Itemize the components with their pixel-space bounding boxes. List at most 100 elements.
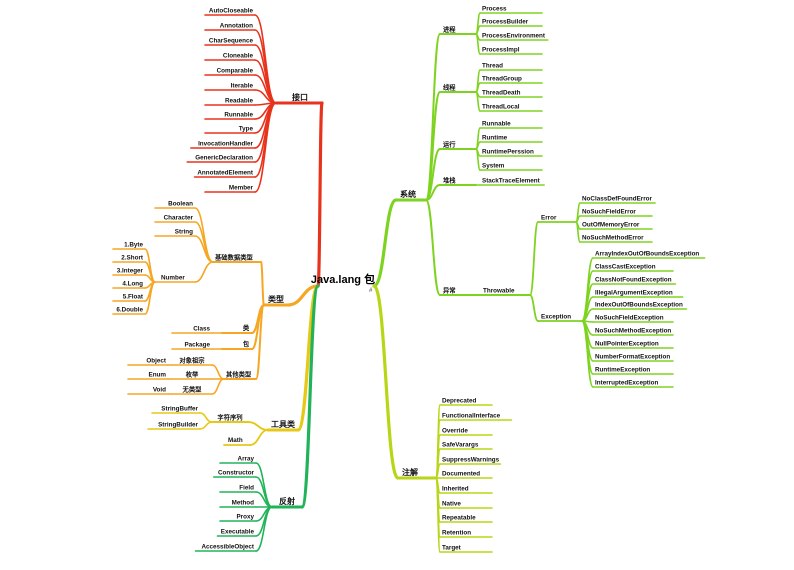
package-item[interactable]: Package — [184, 342, 210, 349]
system-item-runtime[interactable]: Runtime — [482, 135, 508, 142]
annotation-item-inherited[interactable]: Inherited — [442, 486, 469, 493]
reflection-item-method[interactable]: Method — [232, 500, 255, 507]
system-item-processenvironment[interactable]: ProcessEnvironment — [482, 33, 546, 40]
system-group-2-label[interactable]: 运行 — [443, 140, 456, 149]
exception-item-classnotfoundexception[interactable]: ClassNotFoundException — [595, 277, 672, 284]
other-item-object[interactable]: Object — [146, 358, 166, 365]
types-hub-label[interactable]: 类型 — [268, 294, 284, 304]
number-item-2-short[interactable]: 2.Short — [121, 255, 144, 262]
other-types-label[interactable]: 其他类型 — [226, 370, 252, 379]
error-label[interactable]: Error — [541, 215, 557, 222]
interface-item-comparable[interactable]: Comparable — [217, 68, 254, 75]
system-hub-label[interactable]: 系统 — [400, 189, 416, 199]
other-group-0-label[interactable]: 对象祖宗 — [179, 356, 205, 365]
annotation-item-documented[interactable]: Documented — [442, 471, 480, 478]
interface-item-type[interactable]: Type — [239, 126, 254, 133]
annotation-item-target[interactable]: Target — [442, 545, 462, 552]
basic-item-string[interactable]: String — [175, 229, 193, 236]
interface-item-cloneable[interactable]: Cloneable — [223, 53, 254, 60]
annotation-item-safevarargs[interactable]: SafeVarargs — [442, 442, 479, 449]
annotation-item-retention[interactable]: Retention — [442, 530, 471, 537]
reflection-item-accessibleobject[interactable]: AccessibleObject — [202, 544, 255, 551]
number-item-3-integer[interactable]: 3.Integer — [117, 268, 144, 275]
system-item-process[interactable]: Process — [482, 6, 507, 13]
interface-item-runnable[interactable]: Runnable — [224, 112, 253, 119]
exception-group-label[interactable]: 异常 — [443, 286, 456, 295]
annotation-item-deprecated[interactable]: Deprecated — [442, 398, 476, 405]
system-item-processbuilder[interactable]: ProcessBuilder — [482, 19, 529, 26]
reflection-item-array[interactable]: Array — [238, 456, 255, 463]
system-item-threadgroup[interactable]: ThreadGroup — [482, 76, 522, 83]
number-item-1-byte[interactable]: 1.Byte — [124, 242, 143, 249]
tools-item-stringbuilder[interactable]: StringBuilder — [158, 422, 198, 429]
error-item-nosuchfielderror[interactable]: NoSuchFieldError — [582, 209, 636, 216]
annotation-item-repeatable[interactable]: Repeatable — [442, 515, 476, 522]
number-label[interactable]: Number — [161, 275, 185, 282]
class-item[interactable]: Class — [193, 326, 210, 333]
error-item-outofmemoryerror[interactable]: OutOfMemoryError — [582, 222, 640, 229]
reflection-item-field[interactable]: Field — [239, 485, 254, 492]
interface-item-autocloseable[interactable]: AutoCloseable — [209, 8, 254, 15]
annotation-item-override[interactable]: Override — [442, 428, 468, 435]
error-item-noclassdeffounderror[interactable]: NoClassDefFoundError — [582, 196, 653, 203]
exception-label[interactable]: Exception — [541, 314, 571, 321]
system-item-thread[interactable]: Thread — [482, 63, 503, 70]
interface-item-genericdeclaration[interactable]: GenericDeclaration — [195, 155, 253, 162]
other-group-1-label[interactable]: 枚举 — [186, 370, 199, 379]
other-item-void[interactable]: Void — [153, 387, 166, 394]
interface-item-annotatedelement[interactable]: AnnotatedElement — [197, 170, 254, 177]
basic-item-boolean[interactable]: Boolean — [168, 201, 193, 208]
exception-item-nosuchfieldexception[interactable]: NoSuchFieldException — [595, 315, 664, 322]
annotation-item-native[interactable]: Native — [442, 501, 461, 508]
exception-item-classcastexception[interactable]: ClassCastException — [595, 264, 656, 271]
reflection-item-constructor[interactable]: Constructor — [218, 470, 255, 477]
system-group-0-label[interactable]: 进程 — [443, 25, 456, 34]
interface-item-charsequence[interactable]: CharSequence — [209, 38, 254, 45]
exception-item-arrayindexoutofboundsexception[interactable]: ArrayIndexOutOfBoundsException — [595, 251, 699, 258]
root-mark[interactable]: # — [369, 288, 373, 294]
system-item-threaddeath[interactable]: ThreadDeath — [482, 90, 521, 97]
system-item-runtimeperssion[interactable]: RuntimePerssion — [482, 149, 534, 156]
error-item-nosuchmethoderror[interactable]: NoSuchMethodError — [582, 235, 644, 242]
basic-types-label[interactable]: 基础数据类型 — [214, 253, 253, 262]
system-item-runnable[interactable]: Runnable — [482, 121, 511, 128]
reflection-item-executable[interactable]: Executable — [221, 529, 255, 536]
system-group-1-label[interactable]: 线程 — [443, 83, 456, 92]
interface-item-invocationhandler[interactable]: InvocationHandler — [198, 141, 253, 148]
package-type-label[interactable]: 包 — [243, 339, 250, 348]
interface-item-member[interactable]: Member — [229, 185, 254, 192]
string-seq-label[interactable]: 字符序列 — [217, 413, 242, 422]
tools-hub-label[interactable]: 工具类 — [271, 419, 295, 429]
interface-hub-label[interactable]: 接口 — [292, 92, 308, 102]
interface-item-annotation[interactable]: Annotation — [220, 23, 253, 30]
annotation-item-functionalinterface[interactable]: FunctionalInterface — [442, 413, 501, 420]
class-type-label[interactable]: 类 — [243, 323, 250, 332]
exception-item-numberformatexception[interactable]: NumberFormatException — [595, 354, 670, 361]
basic-item-character[interactable]: Character — [164, 215, 194, 222]
exception-item-illegalargumentexception[interactable]: IllegalArgumentException — [595, 290, 673, 297]
reflection-item-proxy[interactable]: Proxy — [236, 514, 254, 521]
other-item-enum[interactable]: Enum — [149, 372, 167, 379]
exception-item-indexoutofboundsexception[interactable]: IndexOutOfBoundsException — [595, 302, 683, 309]
number-item-5-float[interactable]: 5.Float — [123, 294, 144, 301]
system-item-threadlocal[interactable]: ThreadLocal — [482, 104, 520, 111]
exception-item-interruptedexception[interactable]: InterruptedException — [595, 380, 658, 387]
tools-item-math[interactable]: Math — [228, 437, 243, 444]
root-title[interactable]: Java.lang 包 — [311, 272, 375, 286]
system-item-processimpl[interactable]: ProcessImpl — [482, 47, 520, 54]
annotation-hub-label[interactable]: 注解 — [402, 467, 418, 477]
other-group-2-label[interactable]: 无类型 — [182, 385, 203, 394]
tools-item-stringbuffer[interactable]: StringBuffer — [161, 406, 198, 413]
throwable-label[interactable]: Throwable — [483, 288, 515, 295]
exception-item-runtimeexception[interactable]: RuntimeException — [595, 367, 650, 374]
system-group-3-label[interactable]: 堆栈 — [443, 176, 456, 185]
annotation-item-suppresswarnings[interactable]: SuppressWarnings — [442, 457, 500, 464]
interface-item-readable[interactable]: Readable — [225, 98, 253, 105]
system-item-system[interactable]: System — [482, 163, 505, 170]
number-item-4-long[interactable]: 4.Long — [122, 281, 143, 288]
number-item-6-double[interactable]: 6.Double — [116, 307, 143, 314]
interface-item-iterable[interactable]: Iterable — [231, 83, 254, 90]
exception-item-nullpointerexception[interactable]: NullPointerException — [595, 341, 659, 348]
reflection-hub-label[interactable]: 反射 — [279, 496, 295, 506]
system-item-stacktraceelement[interactable]: StackTraceElement — [482, 178, 541, 185]
